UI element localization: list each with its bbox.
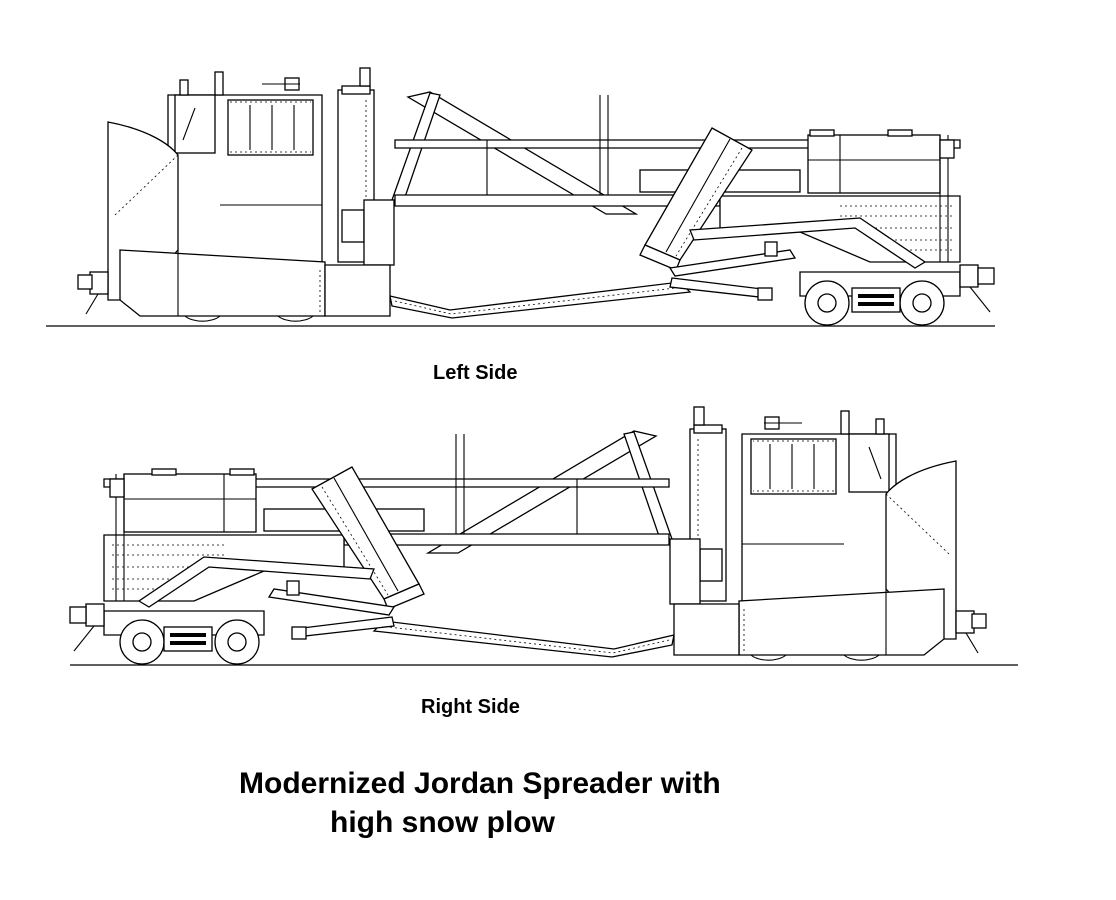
title-line-2: high snow plow xyxy=(330,806,555,839)
spreader-right-elevation xyxy=(69,406,987,665)
right-side-label: Right Side xyxy=(421,696,520,718)
left-side-label: Left Side xyxy=(433,362,518,384)
title-line-1: Modernized Jordan Spreader with xyxy=(239,767,721,800)
spreader-left-elevation xyxy=(77,67,995,326)
